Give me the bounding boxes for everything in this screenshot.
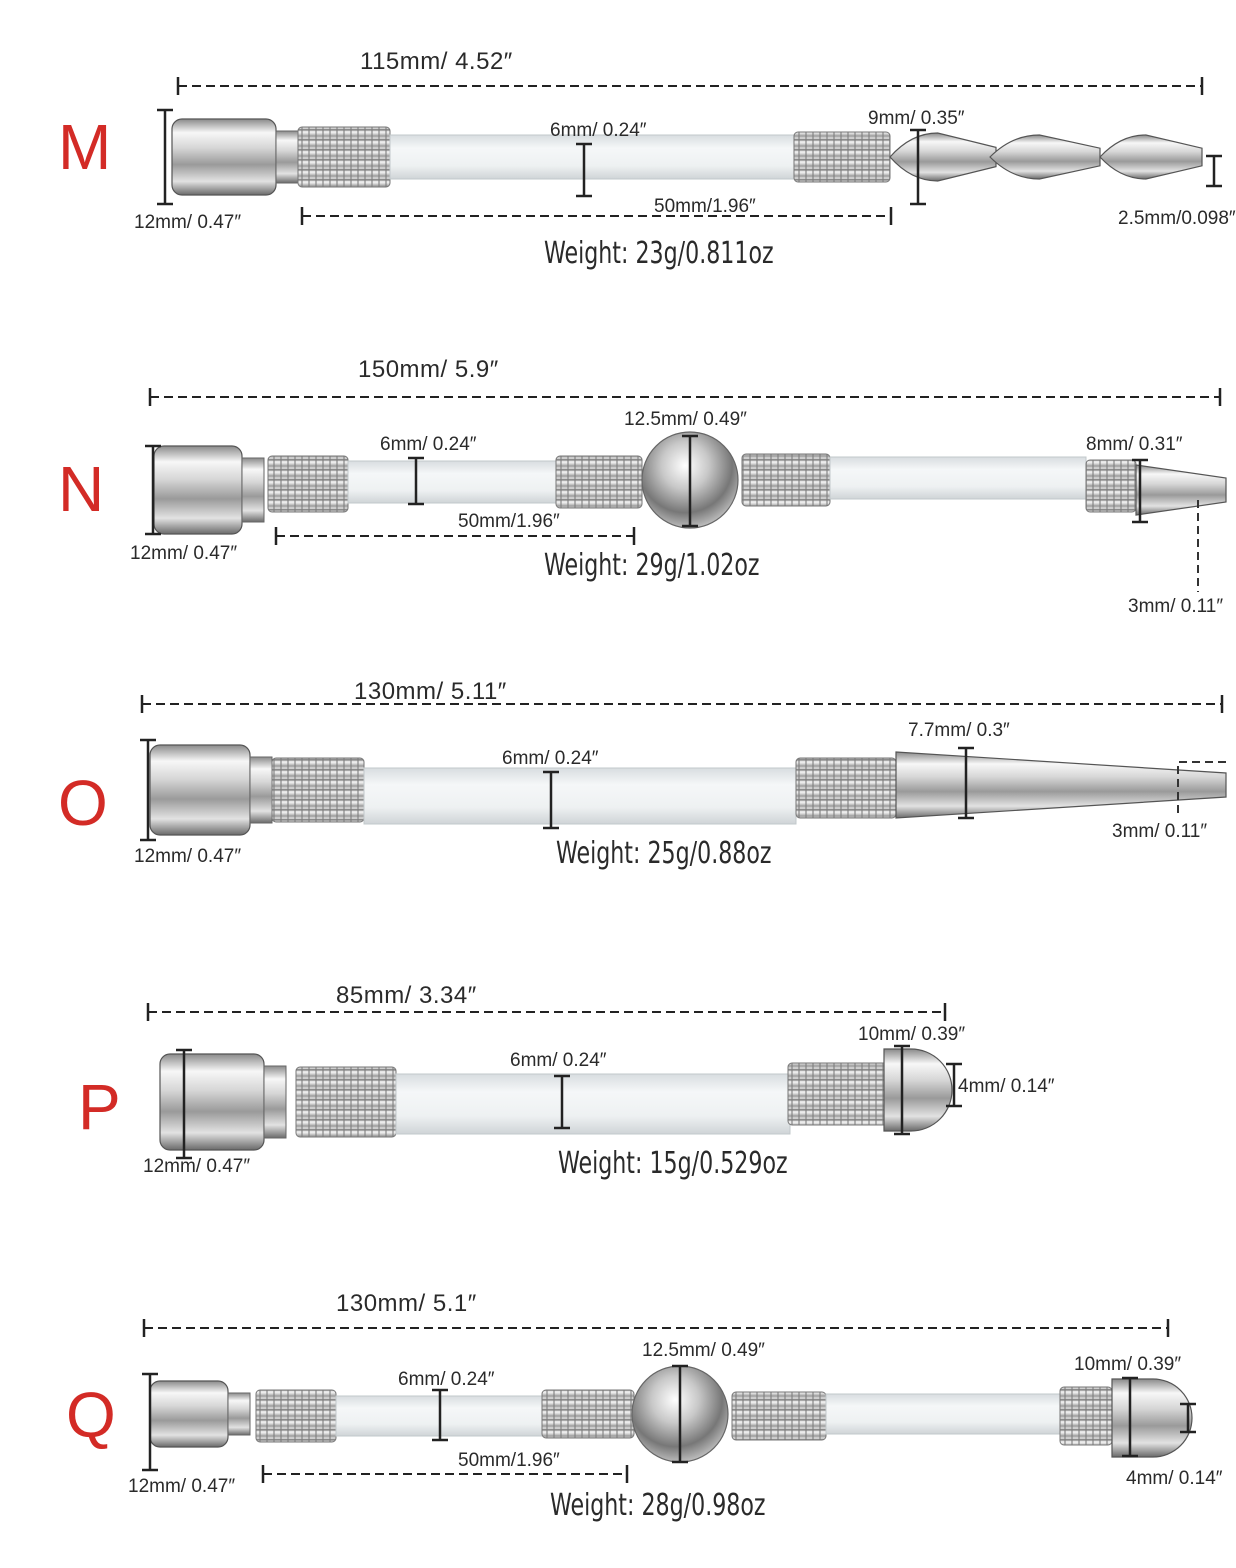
thread-n-2 — [555, 455, 643, 509]
length-label-m: 115mm/ 4.52″ — [360, 48, 513, 75]
cap-n-collar — [241, 457, 265, 523]
rod-diameter-label-o: 6mm/ 0.24″ — [502, 748, 599, 769]
variant-letter-p: P — [78, 1071, 121, 1143]
cap-o — [149, 744, 251, 836]
weight-label-n: Weight: 29g/1.02oz — [544, 548, 760, 583]
thread-q-2 — [541, 1389, 635, 1439]
variant-letter-n: N — [58, 453, 105, 525]
variant-letter-q: Q — [66, 1379, 116, 1451]
tip-diameter-label-q: 4mm/ 0.14″ — [1126, 1468, 1223, 1489]
rod-o — [363, 767, 797, 825]
thread-p-1 — [295, 1066, 397, 1138]
section-length-label-n: 50mm/1.96″ — [458, 511, 560, 532]
bead-diameter-label-q: 10mm/ 0.39″ — [1074, 1354, 1182, 1375]
cap-diameter-label-m: 12mm/ 0.47″ — [134, 212, 242, 233]
tip-diameter-label-p: 4mm/ 0.14″ — [958, 1076, 1055, 1097]
thread-n-3 — [741, 453, 831, 507]
length-label-p: 85mm/ 3.34″ — [336, 982, 477, 1009]
thread-q-1 — [255, 1389, 337, 1443]
weight-label-q: Weight: 28g/0.98oz — [550, 1488, 766, 1523]
cap-m — [171, 118, 277, 196]
rod-diameter-label-p: 6mm/ 0.24″ — [510, 1050, 607, 1071]
bead-diameter-label-o: 7.7mm/ 0.3″ — [908, 720, 1010, 741]
rod-n-1 — [347, 460, 557, 504]
variant-letter-m: M — [58, 111, 112, 183]
rod-q-2 — [825, 1393, 1061, 1435]
thread-q-3 — [731, 1391, 827, 1441]
bead-diameter-label-m: 9mm/ 0.35″ — [868, 108, 965, 129]
thread-m-1 — [297, 126, 391, 188]
section-length-label-q: 50mm/1.96″ — [458, 1450, 560, 1471]
bead-m-3 — [1099, 134, 1203, 180]
thread-p-2 — [787, 1062, 889, 1126]
cap-diameter-label-p: 12mm/ 0.47″ — [143, 1156, 251, 1177]
tip-p — [883, 1048, 953, 1132]
tip-q — [1111, 1378, 1193, 1458]
tip-n — [1135, 464, 1227, 516]
cap-m-collar — [275, 130, 299, 184]
thread-m-2 — [793, 131, 891, 183]
length-label-n: 150mm/ 5.9″ — [358, 356, 499, 383]
cap-diameter-label-q: 12mm/ 0.47″ — [128, 1476, 236, 1497]
cap-o-collar — [249, 756, 273, 824]
rod-diameter-label-n: 6mm/ 0.24″ — [380, 434, 477, 455]
bead-m-1 — [889, 132, 997, 182]
cap-diameter-label-o: 12mm/ 0.47″ — [134, 846, 242, 867]
rod-diameter-label-q: 6mm/ 0.24″ — [398, 1369, 495, 1390]
rod-diameter-label-m: 6mm/ 0.24″ — [550, 120, 647, 141]
weight-label-m: Weight: 23g/0.811oz — [544, 236, 774, 271]
length-label-q: 130mm/ 5.1″ — [336, 1290, 477, 1317]
bead-diameter-label-p: 10mm/ 0.39″ — [858, 1024, 966, 1045]
rod-p — [395, 1073, 791, 1135]
tip-diameter-label-n: 3mm/ 0.11″ — [1128, 596, 1224, 617]
tip-leader-o — [1177, 761, 1226, 814]
thread-n-4 — [1085, 459, 1137, 513]
bead-m-2 — [989, 134, 1101, 180]
bead-diameter-label-n: 8mm/ 0.31″ — [1086, 434, 1183, 455]
cap-q-collar — [227, 1392, 251, 1436]
ball-diameter-label-n: 12.5mm/ 0.49″ — [624, 409, 747, 430]
thread-q-4 — [1059, 1386, 1113, 1446]
cap-diameter-label-n: 12mm/ 0.47″ — [130, 543, 238, 564]
cap-q — [149, 1380, 229, 1448]
cap-n — [153, 445, 243, 535]
product-drawings — [140, 77, 1227, 1483]
cap-p-collar — [263, 1065, 287, 1139]
weight-label-p: Weight: 15g/0.529oz — [558, 1146, 788, 1181]
cap-p — [159, 1053, 265, 1151]
tip-diameter-label-m: 2.5mm/0.098″ — [1118, 208, 1236, 229]
tip-diameter-label-o: 3mm/ 0.11″ — [1112, 821, 1208, 842]
length-label-o: 130mm/ 5.11″ — [354, 678, 507, 705]
rod-n-2 — [829, 456, 1087, 500]
thread-n-1 — [267, 455, 349, 513]
thread-o-1 — [271, 757, 365, 823]
tip-o — [895, 751, 1227, 819]
variant-letter-o: O — [58, 767, 108, 839]
section-length-label-m: 50mm/1.96″ — [654, 196, 756, 217]
ball-diameter-label-q: 12.5mm/ 0.49″ — [642, 1340, 765, 1361]
thread-o-2 — [795, 757, 897, 819]
rod-m — [389, 134, 797, 180]
weight-label-o: Weight: 25g/0.88oz — [556, 836, 772, 871]
